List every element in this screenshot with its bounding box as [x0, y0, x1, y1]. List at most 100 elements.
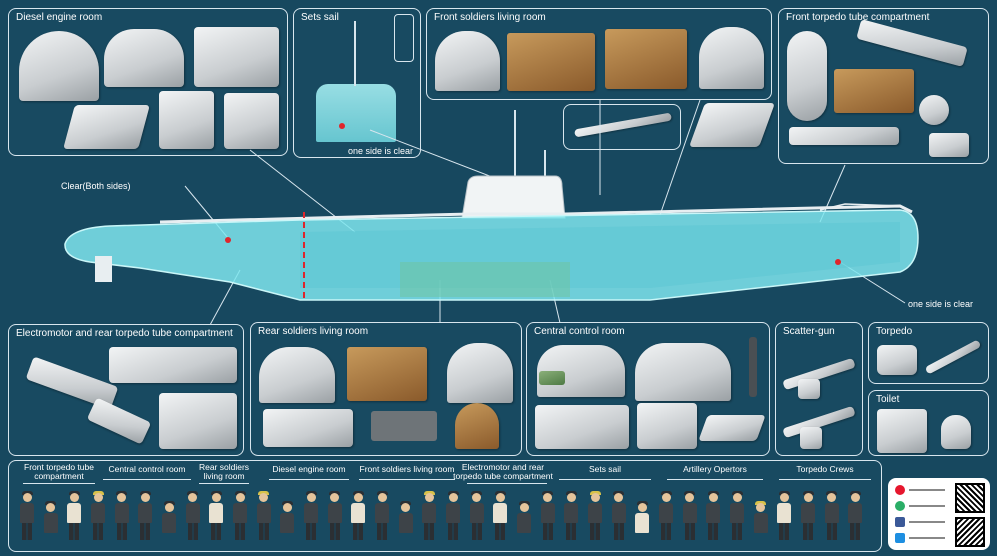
crew-head: [46, 503, 56, 512]
engine-part-image: [104, 29, 184, 87]
crew-body: [564, 503, 579, 523]
crew-head: [590, 493, 600, 502]
engine-part-image: [194, 27, 279, 87]
crew-head: [566, 493, 576, 502]
panel-title: Front soldiers living room: [434, 12, 546, 23]
panel-electromotor-rear-torpedo: Electromotor and rear torpedo tube compa…: [8, 324, 244, 456]
crew-figure: [161, 501, 177, 533]
control-room-part-image: [539, 371, 565, 385]
crew-body: [280, 513, 295, 533]
crew-legs: [471, 523, 482, 540]
panel-toilet: Toilet: [868, 390, 989, 456]
crew-label-central-control: Central control room: [108, 464, 186, 474]
crew-figure: [90, 491, 106, 540]
weibo-icon: [895, 485, 905, 495]
panel-sets-sail: Sets sail one side is clear: [293, 8, 421, 158]
crew-figure: [682, 491, 698, 540]
crew-body: [304, 503, 318, 523]
panel-scatter-gun: Scatter-gun: [775, 322, 863, 456]
crew-figure: [658, 491, 674, 540]
callout-clear-both-sides: Clear(Both sides): [61, 181, 131, 191]
wechat-icon: [895, 501, 905, 511]
electromotor-part-image: [109, 347, 237, 383]
crew-label-sets-sail: Sets sail: [588, 464, 622, 474]
crew-head: [69, 493, 79, 502]
crew-body: [256, 503, 271, 523]
crew-body: [91, 503, 105, 523]
crew-body: [517, 513, 531, 533]
crew-body: [138, 503, 153, 523]
living-room-part-image: [447, 343, 513, 403]
crew-body: [469, 503, 484, 523]
crew-head: [614, 493, 624, 502]
crew-body: [375, 503, 389, 523]
crew-figure: [279, 501, 295, 533]
crew-body: [753, 513, 768, 533]
crew-divider: [23, 483, 95, 484]
crew-legs: [377, 523, 387, 540]
crew-head: [259, 493, 269, 502]
crew-label-diesel-engine: Diesel engine room: [272, 464, 346, 474]
panel-front-soldiers-living-room: Front soldiers living room: [426, 8, 772, 100]
torpedo-image: [924, 339, 982, 375]
panel-title: Sets sail: [301, 12, 339, 23]
crew-figure: [66, 491, 82, 540]
crew-divider: [103, 479, 191, 480]
toilet-booth-image: [877, 409, 927, 453]
panel-deck-gun-inset: [563, 104, 681, 150]
crew-legs: [329, 523, 340, 540]
crew-figure: [19, 491, 35, 540]
crew-body: [706, 503, 721, 523]
social-handle-line: [909, 537, 945, 539]
crew-body: [730, 503, 744, 523]
crew-legs: [803, 523, 813, 540]
engine-part-image: [63, 105, 150, 149]
crew-body: [20, 503, 34, 523]
crew-body: [185, 503, 200, 523]
crew-figure: [753, 501, 769, 533]
crew-body: [162, 513, 176, 533]
crew-figure: [327, 491, 343, 540]
crew-head: [448, 493, 458, 502]
crew-head: [306, 493, 316, 502]
crew-divider: [199, 483, 249, 484]
crew-figure: [303, 491, 319, 540]
panel-front-torpedo-tube: Front torpedo tube compartment: [778, 8, 989, 164]
crew-head: [235, 493, 245, 502]
scatter-gun-image: [800, 427, 822, 449]
engine-part-image: [224, 93, 279, 149]
crew-divider: [667, 479, 763, 480]
mast-image: [354, 21, 356, 86]
facebook-icon: [895, 517, 905, 527]
crew-figure: [729, 491, 745, 540]
crew-divider: [467, 483, 547, 484]
crew-body: [848, 503, 863, 523]
panel-crew-figures: Front torpedo tube compartment Central c…: [8, 460, 882, 552]
crew-body: [351, 503, 366, 523]
crew-head: [330, 493, 340, 502]
crew-head: [472, 493, 482, 502]
crew-head: [685, 493, 695, 502]
crew-head: [93, 493, 103, 502]
crew-legs: [708, 523, 719, 540]
crew-legs: [187, 523, 198, 540]
crew-head: [282, 503, 292, 512]
panel-rear-soldiers-living-room: Rear soldiers living room: [250, 322, 522, 456]
crew-figure: [374, 491, 390, 540]
living-room-part-image: [263, 409, 353, 447]
torpedo-tube-image: [789, 127, 899, 145]
crew-label-front-soldiers: Front soldiers living room: [359, 464, 455, 474]
control-room-part-image: [535, 405, 629, 449]
crew-body: [635, 513, 650, 533]
social-handle-line: [909, 505, 945, 507]
crew-legs: [566, 523, 577, 540]
crew-body: [801, 503, 815, 523]
crew-body: [327, 503, 342, 523]
crew-legs: [258, 523, 269, 540]
periscope-inset: [394, 14, 414, 62]
crew-head: [543, 493, 553, 502]
crew-legs: [826, 523, 837, 540]
crew-head: [188, 493, 198, 502]
crew-figure: [185, 491, 201, 540]
crew-head: [756, 503, 766, 512]
